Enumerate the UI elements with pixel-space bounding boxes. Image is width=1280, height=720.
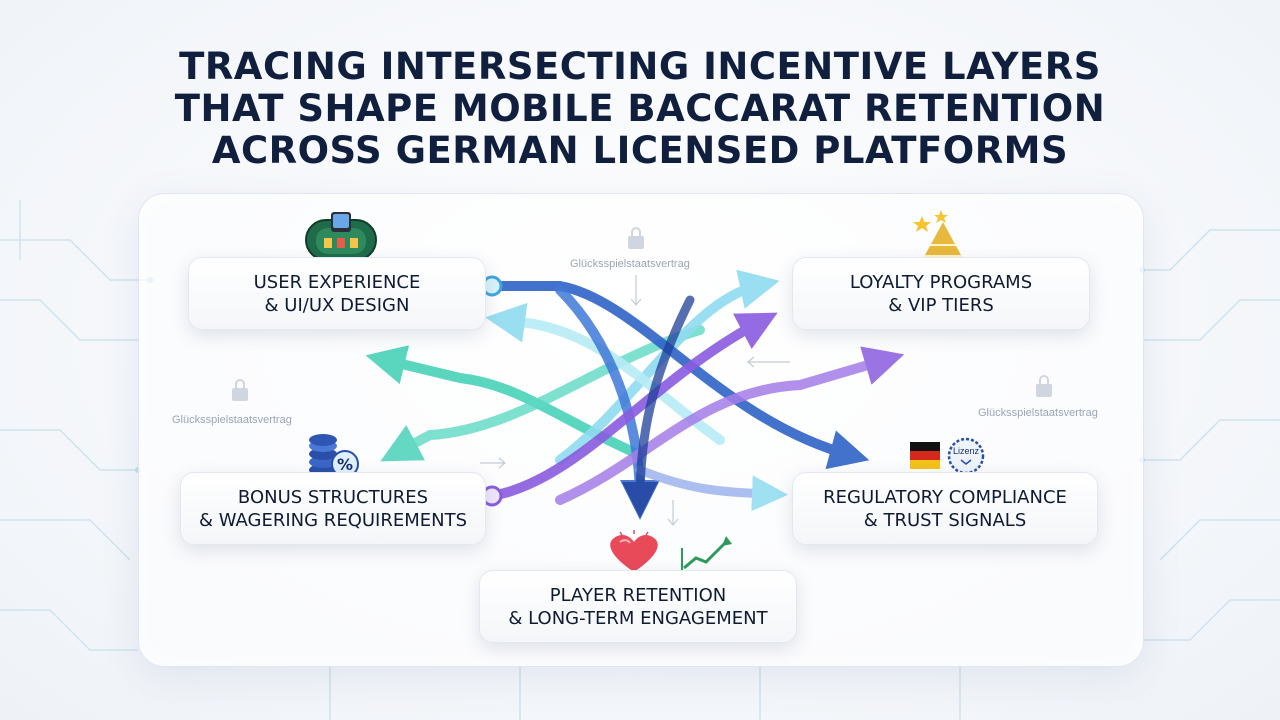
treaty-label-top: Glücksspielstaatsvertrag [570,258,690,270]
flow-arrow-blue-to-regulatory [487,281,870,470]
node-regulatory-compliance[interactable]: REGULATORY COMPLIANCE & TRUST SIGNALS [792,472,1098,545]
node-player-retention[interactable]: PLAYER RETENTION & LONG-TERM ENGAGEMENT [479,570,797,643]
node-regulatory-line2: & TRUST SIGNALS [863,509,1027,531]
flow-arrow-purple-to-vip [555,346,905,505]
lock-icon [628,227,644,249]
node-bonus-line2: & WAGERING REQUIREMENTS [198,509,468,531]
thin-pointer-arrow [480,457,506,469]
node-loyalty-line1: LOYALTY PROGRAMS [849,271,1033,293]
node-bonus-structures[interactable]: BONUS STRUCTURES & WAGERING REQUIREMENTS [180,472,486,545]
title-line-1: TRACING INTERSECTING INCENTIVE LAYERS [179,45,1101,88]
seal-text: Lizenz [953,446,980,456]
treaty-label-left: Glücksspielstaatsvertrag [172,414,292,426]
lock-icon [1036,375,1052,397]
node-user-experience-line2: & UI/UX DESIGN [264,294,410,316]
node-user-experience[interactable]: USER EXPERIENCE & UI/UX DESIGN [188,257,486,330]
thin-pointer-arrow [630,275,642,306]
circuit-line [0,609,138,651]
circuit-line [1159,519,1280,561]
circuit-line [0,519,131,561]
circuit-line [0,429,138,471]
node-regulatory-line1: REGULATORY COMPLIANCE [823,486,1067,508]
circuit-line [1142,599,1280,641]
node-loyalty-line2: & VIP TIERS [888,294,994,316]
circuit-line [1142,419,1280,461]
thin-pointer-arrow [667,500,679,526]
flow-arrow-navy-to-retention [622,295,695,518]
thin-pointer-arrow [747,356,790,368]
coin-stack-percent-icon: % [309,434,359,478]
stars-pyramid-icon [913,210,968,268]
node-loyalty-programs[interactable]: LOYALTY PROGRAMS & VIP TIERS [792,257,1090,330]
treaty-label-right: Glücksspielstaatsvertrag [978,407,1098,419]
mobile-baccarat-table-icon [305,212,377,261]
title-line-2: THAT SHAPE MOBILE BACCARAT RETENTION [174,87,1106,130]
flow-arrow-purple-to-loyalty [487,312,778,501]
node-bonus-line1: BONUS STRUCTURES [237,486,429,508]
german-flag-license-seal-icon: Lizenz [910,437,985,475]
circuit-line [1142,299,1280,341]
page-title: TRACING INTERSECTING INCENTIVE LAYERS TH… [0,46,1280,172]
heart-growth-chart-icon [610,530,734,573]
node-retention-line1: PLAYER RETENTION [549,584,727,606]
node-retention-line2: & LONG-TERM ENGAGEMENT [508,607,768,629]
circuit-line [0,299,138,341]
lock-icon [232,379,248,401]
circuit-line [0,239,150,281]
circuit-line [1142,229,1280,271]
flow-arrow-purple-to-regulatory [635,465,788,512]
svg-text:%: % [337,455,353,474]
title-line-3: ACROSS GERMAN LICENSED PLATFORMS [211,129,1069,172]
node-user-experience-line1: USER EXPERIENCE [253,271,421,293]
